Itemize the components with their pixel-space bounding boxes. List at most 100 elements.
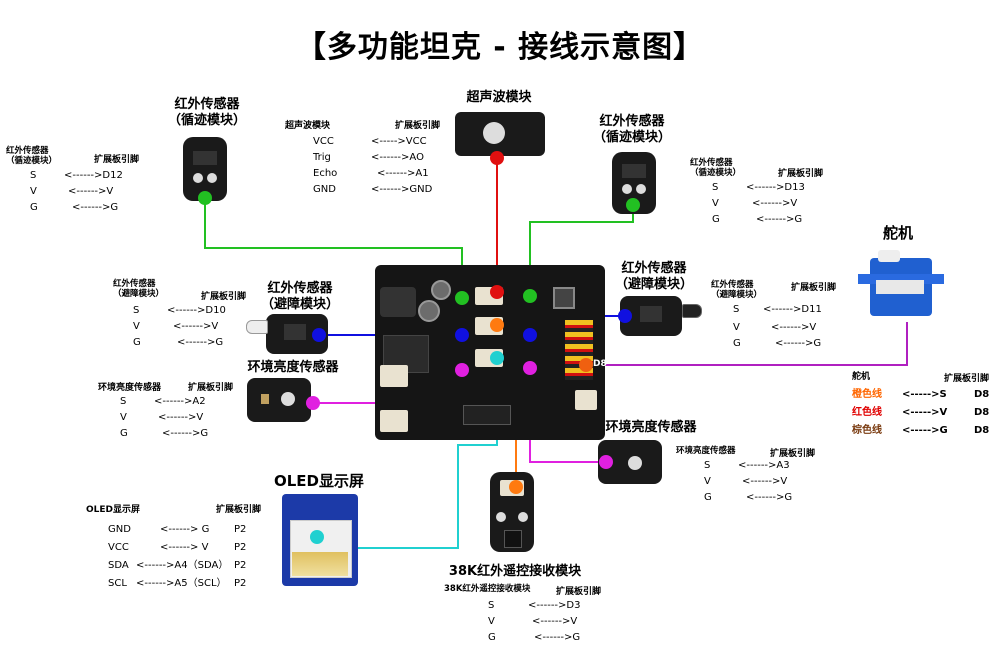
table-cell: <------>G	[177, 337, 224, 348]
table-cell: VCC	[108, 542, 129, 553]
connection-dot-blue	[618, 309, 632, 323]
module-chip	[622, 164, 646, 178]
servo-mount	[858, 274, 944, 284]
table-cell: <------>A5（SCL）	[136, 578, 227, 589]
table-cell: GND	[313, 184, 336, 195]
table-cell: <------>V	[158, 412, 204, 423]
table-header: 超声波模块	[285, 121, 331, 131]
table-cell: <------>G	[756, 214, 803, 225]
ir-receiver-label: 38K红外遥控接收模块	[448, 564, 582, 579]
ir-avoid-right-label: 红外传感器 （避障模块）	[614, 261, 693, 292]
connection-dot-blue	[523, 328, 537, 342]
table-cell: <------>G	[72, 202, 119, 213]
table-header: 38K红外遥控接收模块	[444, 584, 531, 594]
connection-dot-cyan	[310, 530, 324, 544]
board-power-connector	[380, 410, 408, 432]
board-reset-button	[553, 287, 575, 309]
connection-dot-orange	[509, 480, 523, 494]
table-cell: D8	[974, 425, 990, 436]
board-inductor	[380, 287, 416, 317]
board-capacitor	[418, 300, 440, 322]
table-cell: S	[488, 600, 495, 611]
light-right-label: 环境亮度传感器	[605, 420, 697, 435]
table-header: 扩展板引脚	[791, 283, 837, 293]
table-header: 扩展板引脚	[556, 587, 602, 597]
ir-avoid-left-label: 红外传感器 （避障模块）	[260, 281, 339, 312]
board-pin-label: D8	[593, 359, 607, 369]
table-header: OLED显示屏	[86, 505, 141, 515]
servo-module	[858, 250, 950, 322]
connection-dot-red	[490, 285, 504, 299]
table-cell: <------> G	[160, 524, 210, 535]
table-cell: <------>G	[775, 338, 822, 349]
table-cell: <------>G	[534, 632, 581, 643]
board-chip	[463, 405, 511, 425]
table-cell: S	[733, 304, 740, 315]
servo-label: 舵机	[883, 224, 914, 242]
table-cell: P2	[234, 542, 247, 553]
module-sensor	[281, 392, 295, 406]
table-cell: <------>AO	[371, 152, 424, 163]
table-cell: V	[133, 321, 140, 332]
board-capacitor	[431, 280, 451, 300]
table-cell: S	[133, 305, 140, 316]
table-cell: V	[712, 198, 719, 209]
table-cell: S	[30, 170, 37, 181]
table-header: 扩展板引脚	[944, 374, 990, 384]
connection-dot-orange	[490, 318, 504, 332]
table-header: 扩展板引脚	[770, 449, 816, 459]
table-cell: V	[733, 322, 740, 333]
expansion-board: D8	[375, 265, 607, 440]
light-left-module	[247, 378, 311, 422]
table-header: 红外传感器 （循迹模块）	[690, 158, 742, 178]
board-connector	[575, 390, 597, 410]
oled-module	[282, 494, 358, 586]
ir-track-left-module	[183, 137, 227, 201]
table-cell: V	[30, 186, 37, 197]
table-header: 扩展板引脚	[395, 121, 441, 131]
ultrasonic-label: 超声波模块	[466, 90, 532, 105]
table-cell: P2	[234, 560, 247, 571]
connection-dot-servo	[579, 358, 593, 372]
table-cell: <------>GND	[371, 184, 433, 195]
module-sensor	[636, 184, 646, 194]
connection-dot-magenta	[455, 363, 469, 377]
table-header: 红外传感器 （避障模块）	[711, 280, 763, 300]
table-header: 扩展板引脚	[778, 169, 824, 179]
table-cell: GND	[108, 524, 131, 535]
table-cell: <------>G	[162, 428, 209, 439]
module-sensor	[207, 173, 217, 183]
table-header: 扩展板引脚	[188, 383, 234, 393]
table-header: 扩展板引脚	[201, 292, 247, 302]
servo-horn	[878, 250, 900, 262]
table-cell: <------>D11	[763, 304, 822, 315]
connection-dot-green	[626, 198, 640, 212]
module-sensor	[261, 394, 269, 404]
table-cell: <------>V	[771, 322, 817, 333]
table-cell: Echo	[313, 168, 338, 179]
table-cell: S	[712, 182, 719, 193]
connection-dot-magenta	[599, 455, 613, 469]
table-header: 环境亮度传感器	[676, 446, 736, 456]
servo-sticker	[876, 280, 924, 294]
module-sensor	[483, 122, 505, 144]
table-cell: <------>D3	[528, 600, 581, 611]
connection-dot-blue	[312, 328, 326, 342]
ir-track-left-label: 红外传感器 （循迹模块）	[167, 97, 246, 128]
connection-dot-magenta	[306, 396, 320, 410]
table-cell: S	[704, 460, 711, 471]
table-cell: <------>V	[173, 321, 219, 332]
table-cell: D8	[974, 407, 990, 418]
ir-track-right-label: 红外传感器 （循迹模块）	[592, 114, 671, 145]
table-cell: <------>A1	[377, 168, 429, 179]
table-cell: 棕色线	[852, 425, 882, 436]
table-cell: <------>V	[742, 476, 788, 487]
table-cell: <------>V	[752, 198, 798, 209]
table-cell: Trig	[313, 152, 331, 163]
table-cell: G	[712, 214, 720, 225]
table-cell: 红色线	[852, 407, 882, 418]
module-sensor	[622, 184, 632, 194]
table-cell: V	[120, 412, 127, 423]
module-sensor	[496, 512, 506, 522]
table-cell: <----->S	[902, 389, 947, 400]
